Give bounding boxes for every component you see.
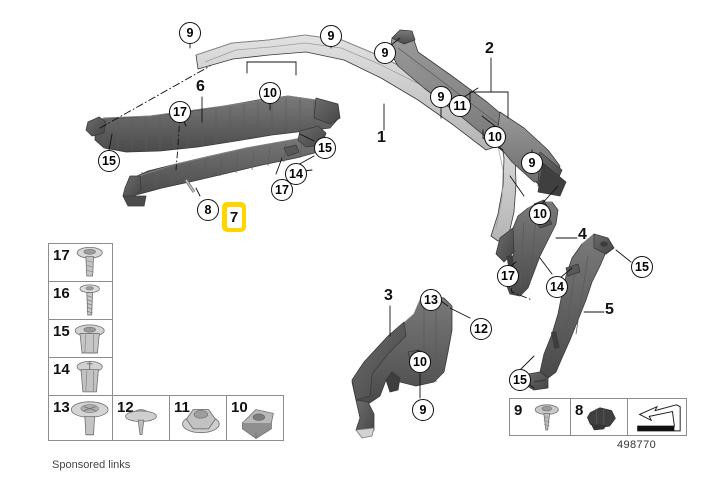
- callout-9-cover-top[interactable]: 9: [374, 42, 396, 64]
- callout-13-part3[interactable]: 13: [420, 289, 442, 311]
- callout-9-cover-low[interactable]: 9: [521, 152, 543, 174]
- part-label-4: 4: [578, 226, 587, 243]
- sponsored-links-label: Sponsored links: [52, 459, 131, 471]
- callout-10-bracket4[interactable]: 10: [529, 203, 551, 225]
- legend-cell-9[interactable]: 9: [509, 398, 571, 436]
- part-label-6: 6: [196, 78, 205, 95]
- callout-17-part7[interactable]: 17: [271, 179, 293, 201]
- callout-15-part7-right[interactable]: 15: [314, 137, 336, 159]
- part-label-1: 1: [377, 129, 386, 146]
- legend-index-8: 8: [575, 402, 584, 419]
- legend-index-11: 11: [174, 399, 190, 416]
- callout-15-part5-top[interactable]: 15: [631, 256, 653, 278]
- arrow-direction-icon: [637, 404, 681, 432]
- push-pin-icon: [125, 409, 157, 435]
- expansion-nut-icon: [74, 324, 105, 354]
- legend-index-12: 12: [117, 399, 134, 416]
- callout-9-part3[interactable]: 9: [412, 399, 434, 421]
- part-label-5: 5: [605, 301, 614, 318]
- callout-15-part6-left[interactable]: 15: [98, 150, 120, 172]
- callout-12-part3[interactable]: 12: [470, 318, 492, 340]
- legend-cell-17[interactable]: 17: [48, 243, 113, 282]
- legend-index-15: 15: [53, 323, 70, 340]
- callout-8-grommet[interactable]: 8: [197, 199, 219, 221]
- callout-14-part7[interactable]: 14: [285, 163, 307, 185]
- legend-cell-15[interactable]: 15: [48, 319, 113, 358]
- callout-11-hex-nut[interactable]: 11: [449, 95, 471, 117]
- rubber-grommet-icon: [587, 407, 616, 431]
- legend-cell-12[interactable]: 12: [112, 395, 170, 441]
- callout-17-part4[interactable]: 17: [497, 265, 519, 287]
- callout-9-rail-left[interactable]: 9: [179, 22, 201, 44]
- legend-cell-13[interactable]: 13: [48, 395, 113, 441]
- selected-part-7-highlight[interactable]: 7: [222, 202, 246, 232]
- secondary-legend-table: 9 8: [509, 398, 687, 436]
- legend-cell-10[interactable]: 10: [226, 395, 284, 441]
- legend-cell-14[interactable]: 14: [48, 357, 113, 396]
- legend-index-17: 17: [53, 247, 70, 264]
- wood-screw-icon: [79, 284, 100, 316]
- socket-nut-icon: [76, 360, 103, 393]
- legend-index-9: 9: [514, 402, 523, 419]
- legend-cell-arrow[interactable]: [627, 398, 687, 436]
- legend-cell-8[interactable]: 8: [570, 398, 628, 436]
- part-label-3: 3: [384, 287, 393, 304]
- callout-17-part6[interactable]: 17: [169, 101, 191, 123]
- legend-cell-11[interactable]: 11: [169, 395, 227, 441]
- flanged-screw-icon: [76, 247, 103, 277]
- selected-part-7-label: 7: [226, 206, 242, 228]
- diagram-reference-number: 498770: [617, 439, 657, 451]
- hex-nut-icon: [182, 409, 220, 434]
- callout-9-rail-mid[interactable]: 9: [320, 25, 342, 47]
- legend-index-16: 16: [53, 285, 70, 302]
- callout-14-part5[interactable]: 14: [546, 276, 568, 298]
- callout-10-upper[interactable]: 10: [259, 82, 281, 104]
- legend-index-13: 13: [53, 399, 70, 416]
- callout-15-part5-foot[interactable]: 15: [509, 369, 531, 391]
- callout-10-cover[interactable]: 10: [484, 126, 506, 148]
- cage-nut-icon: [241, 409, 274, 439]
- body-screw-icon: [534, 404, 559, 431]
- rivet-clip-icon: [70, 401, 109, 436]
- legend-cell-16[interactable]: 16: [48, 281, 113, 320]
- fastener-legend-table: 17 16 15: [48, 243, 284, 441]
- legend-index-14: 14: [53, 361, 70, 378]
- callout-10-part3[interactable]: 10: [409, 351, 431, 373]
- legend-index-10: 10: [231, 399, 248, 416]
- part-label-2: 2: [485, 40, 494, 57]
